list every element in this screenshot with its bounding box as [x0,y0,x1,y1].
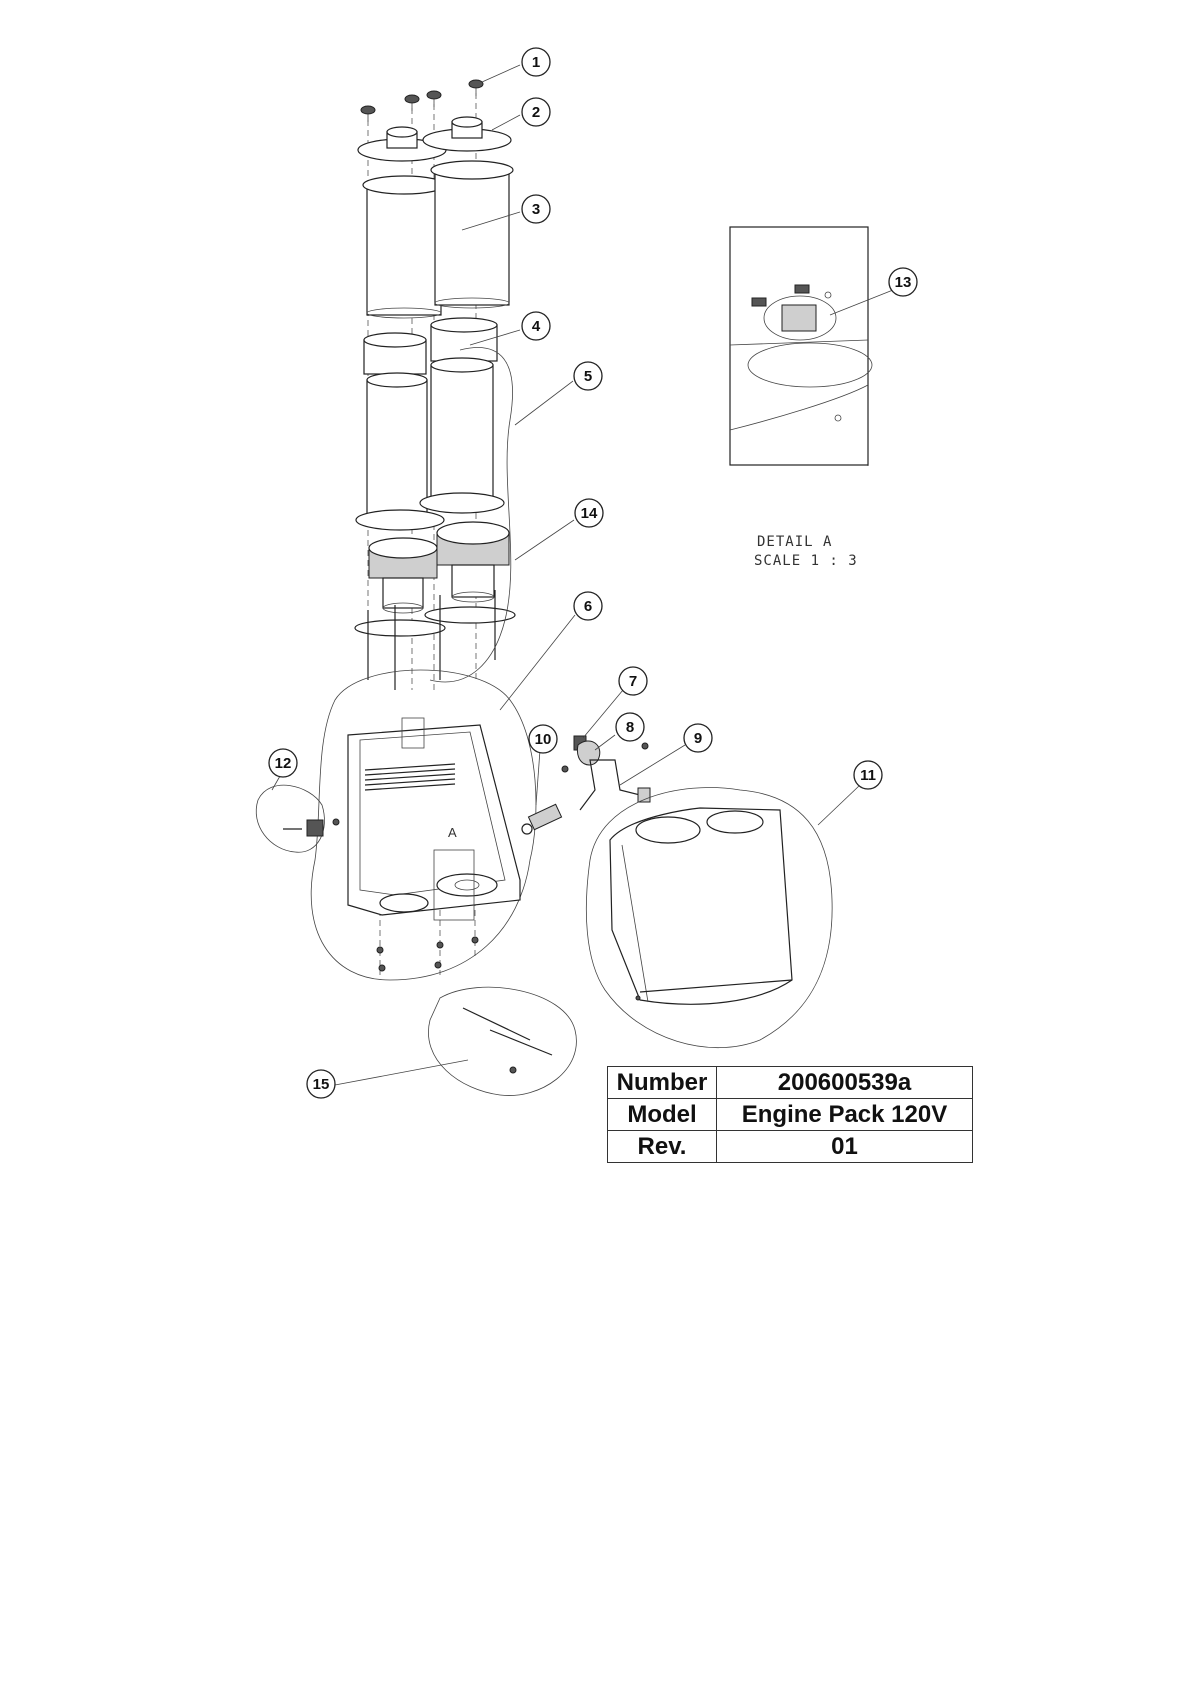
svg-text:2: 2 [532,104,540,121]
svg-text:13: 13 [895,274,912,291]
title-block: Number 200600539a Model Engine Pack 120V… [607,1066,973,1163]
svg-text:9: 9 [694,730,702,747]
part-mounting-plates [355,590,515,690]
svg-text:5: 5 [584,368,592,385]
balloon-13: 13 [889,268,917,296]
detail-caption-title: DETAIL A [757,534,832,550]
part-screws [361,80,483,122]
svg-text:12: 12 [275,755,292,772]
balloon-12: 12 [269,749,297,777]
balloon-5: 5 [574,362,602,390]
svg-text:15: 15 [313,1076,330,1093]
title-block-row-rev: Rev. 01 [608,1131,973,1163]
balloon-7: 7 [619,667,647,695]
part-motors [369,522,509,613]
rev-label: Rev. [608,1131,717,1163]
balloon-15: 15 [307,1070,335,1098]
balloon-1: 1 [522,48,550,76]
part-rocker-switch [256,785,339,852]
balloon-2: 2 [522,98,550,126]
rev-value: 01 [717,1131,973,1163]
detail-a-view: DETAIL A SCALE 1 : 3 [730,227,872,569]
balloon-9: 9 [684,724,712,752]
balloon-6: 6 [574,592,602,620]
svg-text:1: 1 [532,54,540,71]
svg-text:10: 10 [535,731,552,748]
part-outer-cover [586,788,832,1048]
part-motor-housings [356,358,504,530]
balloon-3: 3 [522,195,550,223]
title-block-row-model: Model Engine Pack 120V [608,1099,973,1131]
balloon-14: 14 [575,499,603,527]
number-value: 200600539a [717,1067,973,1099]
balloon-11: 11 [854,761,882,789]
title-block-row-number: Number 200600539a [608,1067,973,1099]
model-label: Model [608,1099,717,1131]
balloon-10: 10 [529,725,557,753]
svg-text:4: 4 [532,318,541,335]
svg-text:11: 11 [860,767,876,784]
svg-text:7: 7 [629,673,637,690]
part-filter-cylinders [363,161,513,318]
detail-caption-scale: SCALE 1 : 3 [754,553,858,569]
part-switch-and-knob [562,736,648,772]
leader-lines [272,65,893,1085]
part-top-caps [358,117,511,161]
balloon-8: 8 [616,713,644,741]
detail-view-letter: A [448,825,457,840]
svg-text:8: 8 [626,719,634,736]
model-value: Engine Pack 120V [717,1099,973,1131]
number-label: Number [608,1067,717,1099]
balloon-4: 4 [522,312,550,340]
part-cable-ties [428,987,576,1095]
part-strain-relief [522,804,562,834]
svg-text:3: 3 [532,201,540,218]
part-power-cord [580,760,650,810]
part-chassis: A [311,670,536,980]
svg-text:14: 14 [581,505,598,522]
svg-text:6: 6 [584,598,592,615]
